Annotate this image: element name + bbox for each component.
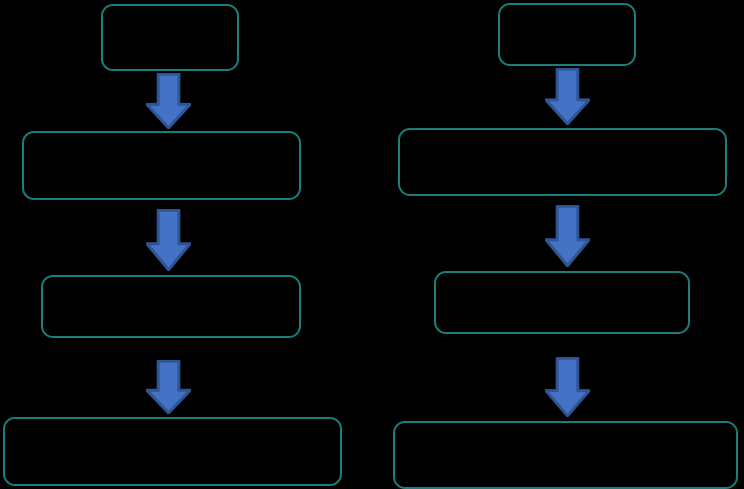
down-arrow-icon-left-arrow-3 — [146, 360, 191, 414]
process-node-right-node-4[interactable] — [393, 421, 738, 489]
process-node-left-node-1[interactable] — [101, 4, 239, 71]
down-arrow-icon-right-arrow-1 — [545, 68, 590, 125]
process-node-left-node-4[interactable] — [3, 417, 342, 486]
process-node-left-node-2[interactable] — [22, 131, 301, 200]
process-node-left-node-3[interactable] — [41, 275, 301, 338]
down-arrow-icon-left-arrow-2 — [146, 209, 191, 271]
process-node-right-node-1[interactable] — [498, 3, 636, 66]
process-node-right-node-2[interactable] — [398, 128, 727, 196]
process-node-right-node-3[interactable] — [434, 271, 690, 334]
down-arrow-icon-right-arrow-2 — [545, 205, 590, 267]
down-arrow-icon-left-arrow-1 — [146, 73, 191, 129]
down-arrow-icon-right-arrow-3 — [545, 357, 590, 417]
